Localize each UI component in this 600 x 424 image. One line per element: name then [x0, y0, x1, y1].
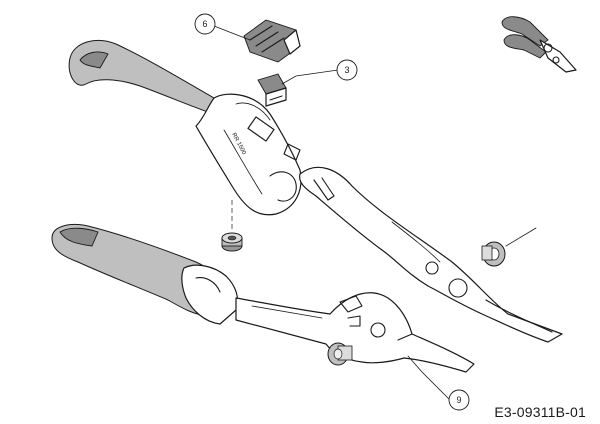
upper-handle: RR 1500: [68, 40, 302, 216]
callout-9: 9: [407, 355, 470, 411]
pivot-bolt: [481, 227, 537, 267]
lower-pivot-bolt: [327, 342, 353, 366]
drawing-code-label: E3-09311B-01: [494, 404, 586, 420]
callout-6-number: 6: [202, 19, 207, 29]
clip-latch-part: [257, 73, 287, 107]
callout-3: 3: [281, 59, 358, 85]
assembled-thumbnail: [501, 16, 577, 73]
callout-9-number: 9: [456, 395, 461, 405]
callout-6: 6: [194, 13, 251, 41]
lower-blade: [235, 292, 475, 373]
spring-cap-part: [243, 19, 301, 63]
bushing: [221, 232, 243, 252]
upper-blade: [299, 166, 563, 343]
lower-handle: [51, 224, 239, 325]
callout-3-number: 3: [344, 65, 349, 75]
upper-handle-grip: [68, 40, 227, 119]
upper-handle-body: [195, 93, 302, 216]
